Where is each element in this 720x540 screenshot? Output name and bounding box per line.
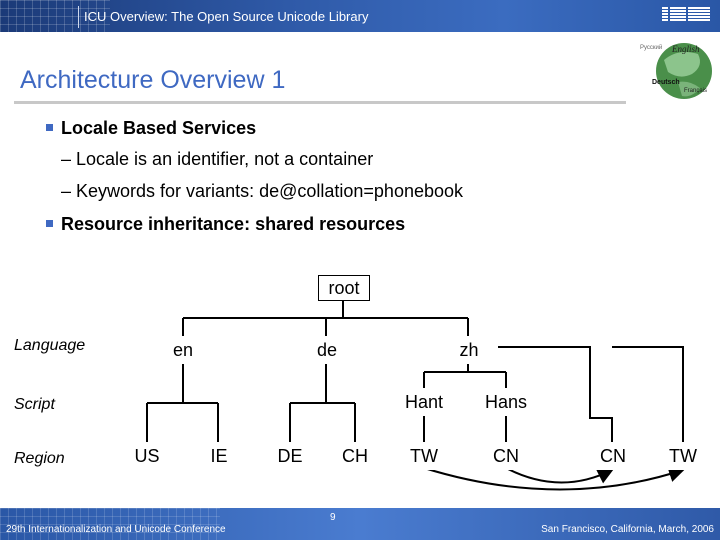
- bullet-marker: [46, 220, 53, 227]
- node-root: root: [318, 275, 370, 301]
- bullet-locale-services: Locale Based Services: [61, 118, 257, 138]
- page-number: 9: [330, 512, 336, 523]
- globe-icon: Русский English Deutsch Français: [640, 43, 712, 99]
- header-separator: [78, 6, 79, 28]
- header-grid-decoration: [0, 0, 110, 32]
- node-zh: zh: [440, 336, 498, 364]
- title-divider: [14, 101, 626, 104]
- ibm-logo: [662, 7, 710, 21]
- node-tw: TW: [396, 442, 452, 470]
- slide-title: Architecture Overview 1: [20, 66, 286, 94]
- globe-word-russian: Русский: [640, 44, 662, 51]
- node-cn: CN: [478, 442, 534, 470]
- node-hans: Hans: [478, 388, 534, 416]
- node-cn-extra: CN: [585, 442, 641, 470]
- sub-bullet-keywords: – Keywords for variants: de@collation=ph…: [61, 181, 464, 201]
- bullet-resource-inheritance: Resource inheritance: shared resources: [61, 214, 406, 234]
- row-label-language: Language: [14, 337, 86, 354]
- node-de: de: [298, 336, 356, 364]
- row-label-region: Region: [14, 450, 65, 467]
- node-ch: CH: [328, 442, 382, 470]
- footer-grid-decoration: [0, 508, 220, 540]
- sub-bullet-identifier: – Locale is an identifier, not a contain…: [61, 149, 374, 169]
- node-hant: Hant: [396, 388, 452, 416]
- node-tw-extra: TW: [655, 442, 711, 470]
- footer-bar: 29th Internationalization and Unicode Co…: [0, 508, 720, 540]
- node-ie: IE: [192, 442, 246, 470]
- footer-conference: 29th Internationalization and Unicode Co…: [6, 524, 226, 535]
- globe-word-deutsch: Deutsch: [652, 79, 680, 86]
- node-us: US: [120, 442, 174, 470]
- presentation-title: ICU Overview: The Open Source Unicode Li…: [84, 9, 369, 24]
- node-en: en: [154, 336, 212, 364]
- globe-word-francais: Français: [684, 88, 707, 94]
- node-de-region: DE: [263, 442, 317, 470]
- footer-location-date: San Francisco, California, March, 2006: [541, 524, 714, 535]
- row-label-script: Script: [14, 396, 55, 413]
- globe-word-english: English: [671, 44, 700, 54]
- header-bar: ICU Overview: The Open Source Unicode Li…: [0, 0, 720, 32]
- bullet-marker: [46, 124, 53, 131]
